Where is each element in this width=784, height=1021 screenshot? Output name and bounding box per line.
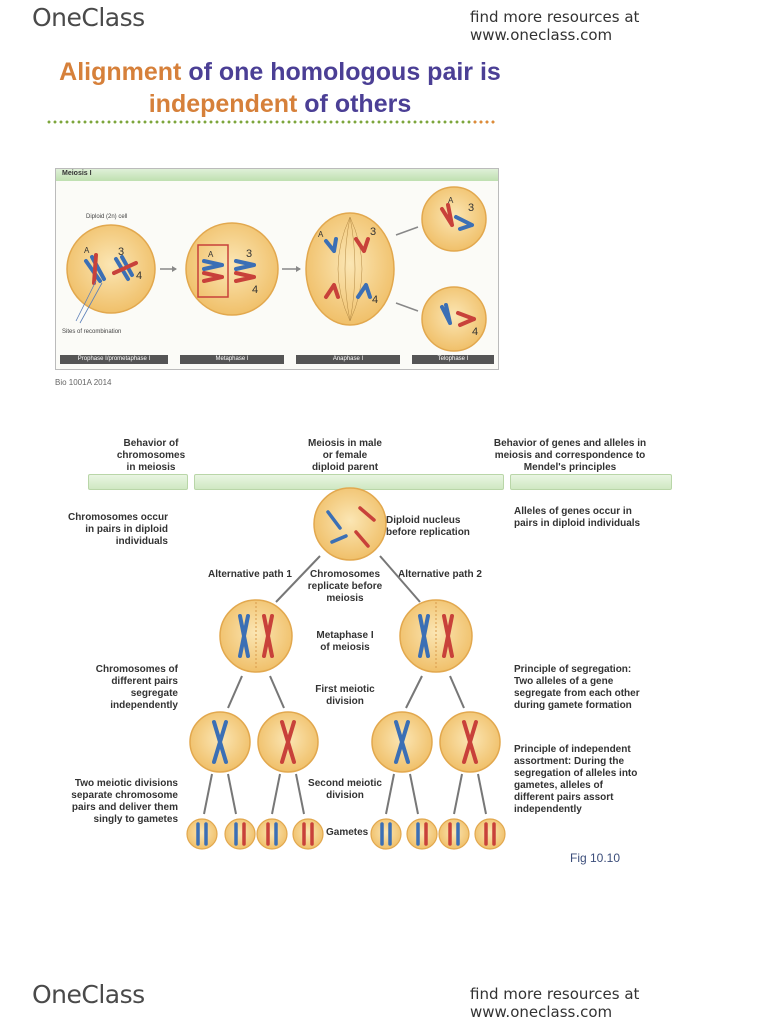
arrows-second-division — [203, 773, 487, 815]
stage-label-anaphase: Anaphase I — [296, 355, 400, 364]
svg-text:4: 4 — [472, 326, 478, 338]
right-text-segregation: Principle of segregation: Two alleles of… — [514, 664, 640, 711]
oneclass-logo[interactable]: OneClass — [32, 3, 145, 32]
footer-oneclass-logo[interactable]: OneClass — [32, 980, 145, 1009]
arrow-first-division-2b — [449, 675, 465, 709]
telophase-top-chromosomes: A 3 — [440, 196, 474, 231]
label-metaphase-i: Metaphase I of meiosis — [316, 630, 374, 653]
arrow-2-head — [296, 266, 301, 272]
svg-text:4: 4 — [136, 270, 142, 282]
label-gametes: Gametes — [326, 827, 369, 838]
label-alternative-path-1: Alternative path 1 — [208, 569, 292, 580]
heading-band-right — [510, 474, 672, 490]
label-first-division: First meiotic division — [315, 684, 375, 707]
stage-label-telophase: Telophase I — [412, 355, 494, 364]
footer-logo-text: OneClass — [32, 980, 145, 1009]
svg-text:3: 3 — [118, 246, 124, 258]
anaphase-spindle — [337, 216, 363, 322]
telophase-cell-top — [421, 186, 487, 252]
svg-text:A: A — [448, 196, 454, 205]
second-level-chromosome-1 — [212, 720, 228, 764]
prophase-cell — [66, 224, 156, 314]
label-alternative-path-2: Alternative path 2 — [398, 569, 482, 580]
metaphase-highlight-box — [197, 244, 229, 298]
heading-band-left — [88, 474, 188, 490]
meiosis-i-diagram: A 3 4 A 3 4 A — [66, 186, 487, 352]
gamete-cells — [186, 818, 506, 850]
arrow-3a — [395, 226, 419, 236]
meiosis-i-figure: Meiosis I Diploid (2n) cell Sites of rec… — [55, 168, 499, 370]
resources-link[interactable]: find more resources at www.oneclass.com — [470, 8, 640, 44]
logo-text: OneClass — [32, 3, 145, 32]
left-text-pairs: Chromosomes occur in pairs in diploid in… — [67, 512, 168, 547]
metaphase-chromosomes-path-1 — [238, 614, 274, 658]
telophase-bottom-chromosomes: 4 — [440, 303, 478, 338]
column-heading-right: Behavior of genes and alleles in meiosis… — [493, 438, 647, 473]
meiosis-mendel-diagram — [186, 487, 506, 850]
title-dotted-rule — [46, 120, 496, 124]
stage-label-metaphase: Metaphase I — [180, 355, 284, 364]
label-replicate: Chromosomes replicate before meiosis — [307, 569, 383, 604]
metaphase-chromosomes-path-2 — [418, 614, 454, 658]
left-text-segregate: Chromosomes of different pairs segregate… — [95, 664, 178, 711]
prophase-chromosomes: A 3 4 — [84, 246, 142, 285]
diploid-nucleus-cell — [313, 487, 387, 561]
svg-text:3: 3 — [468, 202, 474, 214]
title-dotted-rule-accent — [472, 120, 496, 124]
arrow-first-division-2a — [405, 675, 423, 709]
second-level-chromosome-2 — [280, 720, 296, 764]
svg-text:A: A — [318, 230, 324, 239]
recombination-label: Sites of recombination — [62, 329, 122, 335]
arrow-first-division-1b — [269, 675, 285, 709]
arrow-path-1 — [275, 555, 321, 603]
column-heading-left: Behavior of chromosomes in meiosis — [116, 438, 186, 473]
metaphase-chromosomes: A 3 4 — [202, 248, 258, 296]
arrow-path-2 — [379, 555, 421, 603]
recombination-pointer — [75, 280, 103, 324]
svg-text:A: A — [84, 246, 90, 255]
column-heading-middle: Meiosis in male or female diploid parent — [308, 438, 382, 473]
metaphase-cell — [185, 222, 279, 316]
footer-resources-link[interactable]: find more resources at www.oneclass.com — [470, 985, 640, 1021]
right-text-independent-assortment: Principle of independent assortment: Dur… — [514, 744, 638, 815]
title-highlight-alignment: Alignment — [59, 58, 182, 86]
arrow-1-head — [172, 266, 177, 272]
diploid-cell-label: Diploid (2n) cell — [86, 214, 128, 220]
title-highlight-independent: independent — [148, 90, 298, 118]
svg-text:4: 4 — [372, 294, 378, 306]
title-rest-2: of others — [297, 90, 412, 118]
anaphase-chromosomes: A 3 4 — [318, 226, 378, 306]
title-rest-1: of one homologous pair is — [181, 58, 501, 86]
right-text-alleles: Alleles of genes occur in pairs in diplo… — [514, 506, 641, 529]
svg-text:3: 3 — [370, 226, 376, 238]
left-text-gametes: Two meiotic divisions separate chromosom… — [71, 778, 178, 825]
telophase-cell-bottom — [421, 286, 487, 352]
second-level-chromosome-3 — [394, 720, 410, 764]
figure-number: Fig 10.10 — [570, 851, 621, 865]
label-diploid-nucleus: Diploid nucleus before replication — [386, 515, 470, 538]
svg-text:4: 4 — [252, 284, 258, 296]
stage-label-prophase: Prophase I/prometaphase I — [60, 355, 168, 364]
second-level-chromosome-4 — [462, 720, 478, 764]
arrow-first-division-1a — [227, 675, 243, 709]
slide-credit: Bio 1001A 2014 — [55, 378, 112, 387]
slide-title-line-2: independent of others — [0, 88, 560, 120]
svg-text:3: 3 — [246, 248, 252, 260]
diploid-chromosomes — [326, 506, 376, 548]
figure-title: Meiosis I — [62, 170, 92, 177]
arrow-3b — [395, 302, 419, 312]
label-second-division: Second meiotic division — [308, 778, 382, 801]
figure-header-band — [56, 169, 498, 181]
slide-title-line-1: Alignment of one homologous pair is — [0, 56, 560, 88]
svg-text:A: A — [208, 250, 214, 259]
gamete-chromosomes — [196, 822, 496, 846]
